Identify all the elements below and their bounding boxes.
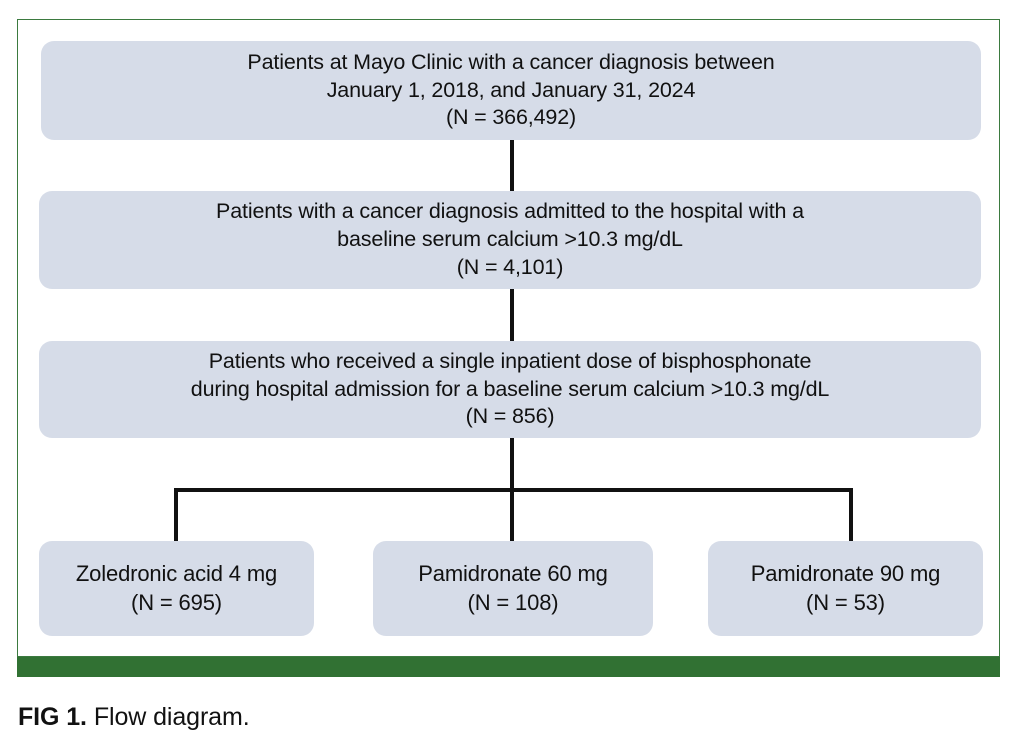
figure-caption: FIG 1.Flow diagram. [18, 703, 250, 732]
flow-box-stage-2: Patients with a cancer diagnosis admitte… [39, 191, 981, 289]
figure-accent-bar [17, 657, 1000, 677]
flow-box-stage-3-count: (N = 856) [465, 404, 555, 429]
flow-box-stage-1-count: (N = 366,492) [445, 105, 577, 130]
flow-box-arm-1-text: Zoledronic acid 4 mg (N = 695) [53, 560, 300, 617]
figure-caption-text: Flow diagram. [93, 703, 250, 731]
figure-frame: Patients at Mayo Clinic with a cancer di… [17, 19, 1000, 657]
flow-box-arm-2-label: Pamidronate 60 mg [418, 560, 608, 586]
connector-stage3-to-split [510, 438, 514, 492]
flow-box-arm-zoledronic-acid-4mg: Zoledronic acid 4 mg (N = 695) [39, 541, 314, 636]
flow-box-arm-pamidronate-60mg: Pamidronate 60 mg (N = 108) [373, 541, 653, 636]
flow-box-stage-2-count: (N = 4,101) [456, 254, 564, 279]
flow-box-arm-3-label: Pamidronate 90 mg [750, 560, 941, 586]
figure-caption-label: FIG 1. [18, 703, 87, 731]
flow-box-arm-3-count: (N = 53) [806, 589, 885, 615]
flow-box-stage-2-line-1: Patients with a cancer diagnosis admitte… [216, 199, 804, 224]
flow-box-arm-2-count: (N = 108) [467, 589, 559, 615]
connector-stage1-to-stage2 [510, 140, 514, 192]
connector-drop-to-arm-1 [174, 488, 178, 542]
flow-box-stage-3-text: Patients who received a single inpatient… [53, 348, 967, 432]
flow-box-arm-1-count: (N = 695) [131, 589, 222, 615]
flow-box-arm-1-label: Zoledronic acid 4 mg [75, 560, 278, 586]
flow-box-stage-3-line-2: during hospital admission for a baseline… [190, 376, 830, 401]
flow-box-arm-2-text: Pamidronate 60 mg (N = 108) [387, 560, 639, 617]
flow-box-stage-1-line-1: Patients at Mayo Clinic with a cancer di… [247, 49, 775, 74]
flow-box-stage-3-line-1: Patients who received a single inpatient… [208, 348, 812, 373]
connector-drop-to-arm-2 [510, 488, 514, 542]
flow-box-arm-pamidronate-90mg: Pamidronate 90 mg (N = 53) [708, 541, 983, 636]
flow-box-stage-3: Patients who received a single inpatient… [39, 341, 981, 438]
connector-stage2-to-stage3 [510, 289, 514, 342]
connector-drop-to-arm-3 [849, 488, 853, 542]
flow-box-stage-1-line-2: January 1, 2018, and January 31, 2024 [326, 77, 696, 102]
flow-box-stage-2-text: Patients with a cancer diagnosis admitte… [53, 198, 967, 282]
flow-box-stage-1: Patients at Mayo Clinic with a cancer di… [41, 41, 981, 140]
flow-box-stage-1-text: Patients at Mayo Clinic with a cancer di… [55, 49, 967, 133]
flow-box-arm-3-text: Pamidronate 90 mg (N = 53) [722, 560, 969, 617]
flow-box-stage-2-line-2: baseline serum calcium >10.3 mg/dL [337, 227, 683, 252]
